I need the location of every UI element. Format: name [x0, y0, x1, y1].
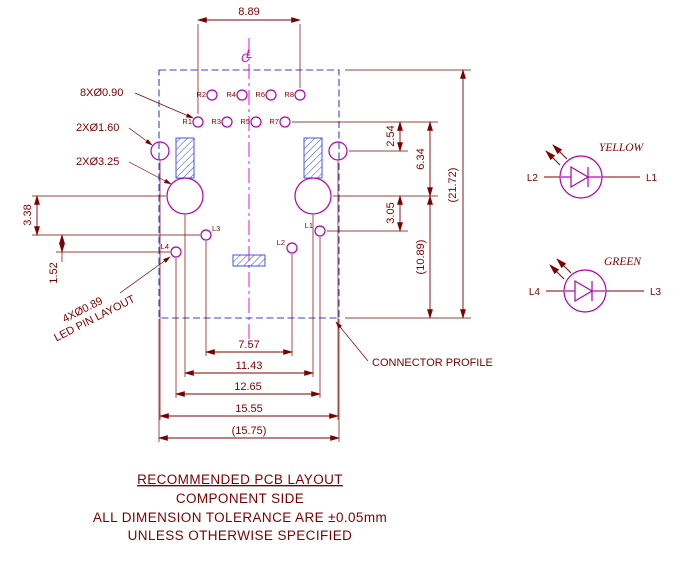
pad-hole: [221, 116, 233, 128]
led-pin-hole: [200, 229, 212, 241]
contact-pads: R1 R2 R3 R4 R5 R6 R7 R8: [182, 89, 306, 128]
pad-hole: [206, 89, 218, 101]
callout-text: 2XØ1.60: [76, 122, 119, 134]
dimension-text: 3.38: [22, 204, 34, 225]
centerline-symbol: L: [246, 47, 253, 61]
leader-line: [128, 161, 172, 185]
dimension-text: (21.72): [447, 168, 459, 203]
led-right-pin-label: L3: [650, 287, 662, 298]
dimension-text: (10.89): [415, 240, 427, 275]
led-circle: [559, 155, 603, 199]
led-symbol-yellow: YELLOW L2 L1: [527, 142, 658, 199]
post-hole: [294, 177, 332, 215]
callout-text: 2XØ3.25: [76, 156, 119, 168]
led-left-pin-label: L4: [529, 287, 541, 298]
led-pin-label: L2: [277, 238, 285, 247]
post-hole: [166, 177, 204, 215]
led-pin-hole: [314, 225, 326, 237]
centerline-symbol: C: [241, 51, 250, 65]
emission-arrows-icon: [545, 144, 568, 166]
dimension-text: 8.89: [238, 6, 259, 18]
callout-pad-holes: 8XØ0.90: [80, 87, 194, 119]
pad-label: R7: [269, 117, 279, 126]
pad-label: R8: [284, 90, 294, 99]
dim-pad-span: 8.89: [197, 6, 301, 114]
side-hole: [328, 141, 348, 161]
emission-arrow: [545, 150, 561, 166]
pad-hole: [294, 89, 306, 101]
led-pin-hole: [286, 242, 298, 254]
led-right-pin-label: L1: [646, 173, 658, 184]
dimension-text: (15.75): [232, 425, 267, 437]
dims-left: 3.38 1.52: [22, 195, 200, 284]
dimension-text: 2.54: [385, 125, 397, 146]
led-circle: [563, 269, 607, 313]
pad-hole: [236, 89, 248, 101]
pad-label: R2: [196, 90, 206, 99]
dimension-text: 12.65: [234, 381, 262, 393]
led-color-label: YELLOW: [599, 142, 645, 154]
diode-icon: [570, 165, 590, 189]
dimension-text: 15.55: [235, 403, 263, 415]
hatch-center: [232, 254, 266, 267]
emission-arrow: [556, 258, 572, 274]
led-symbol-green: GREEN L4 L3: [529, 256, 662, 313]
pad-label: R3: [211, 117, 221, 126]
dims-right: 2.54 6.34 3.05 (10.89) (21.72): [292, 69, 471, 319]
callout-text: CONNECTOR PROFILE: [372, 357, 493, 369]
led-pin-label: L3: [212, 224, 220, 233]
emission-arrows-icon: [549, 258, 572, 280]
dimension-text: 7.57: [238, 339, 259, 351]
dimension-text: 1.52: [48, 262, 60, 283]
pad-label: R5: [240, 117, 250, 126]
notes-title: RECOMMENDED PCB LAYOUT: [137, 472, 343, 487]
notes-line-4: UNLESS OTHERWISE SPECIFIED: [128, 528, 353, 543]
pad-hole: [279, 116, 291, 128]
notes-line-2: COMPONENT SIDE: [176, 491, 304, 506]
pad-label: R6: [255, 90, 265, 99]
notes-line-3: ALL DIMENSION TOLERANCE ARE ±0.05mm: [93, 510, 387, 525]
drawing-notes: RECOMMENDED PCB LAYOUT COMPONENT SIDE AL…: [93, 472, 387, 543]
post-holes: [166, 177, 332, 215]
hatch-left: [175, 137, 195, 179]
dimension-text: 3.05: [385, 202, 397, 223]
hatch-right: [303, 137, 323, 179]
diode-icon: [574, 279, 594, 303]
pad-hole: [250, 116, 262, 128]
dimension-text: 11.43: [236, 360, 263, 372]
led-pin-holes: L1 L2 L3 L4: [161, 221, 326, 258]
led-pin-hole: [170, 246, 182, 258]
pad-label: R1: [182, 117, 192, 126]
leader-line: [119, 256, 171, 294]
callout-text: 8XØ0.90: [80, 87, 123, 99]
hatched-areas: [175, 137, 323, 267]
led-pin-label: L4: [161, 242, 169, 251]
pad-label: R4: [226, 90, 236, 99]
dims-bottom: 7.57 11.43 12.65 15.55 (15.75): [158, 161, 340, 442]
led-color-label: GREEN: [604, 256, 642, 268]
pad-hole: [265, 89, 277, 101]
side-holes: [150, 141, 348, 161]
centerline: C L: [241, 38, 253, 348]
pad-hole: [192, 116, 204, 128]
callout-side-holes: 2XØ1.60: [76, 122, 153, 146]
emission-arrow: [552, 144, 568, 160]
callout-post-holes: 2XØ3.25: [76, 156, 172, 185]
leader-line: [128, 127, 153, 146]
emission-arrow: [549, 264, 565, 280]
callout-connector-profile: CONNECTOR PROFILE: [335, 321, 493, 369]
leader-line: [335, 321, 369, 362]
side-hole: [150, 141, 170, 161]
callout-led-pin-layout: 4XØ0.89 LED PIN LAYOUT: [52, 256, 171, 344]
led-left-pin-label: L2: [527, 173, 539, 184]
leader-line: [134, 92, 194, 119]
led-pin-label: L1: [305, 221, 313, 230]
dimension-text: 6.34: [415, 148, 427, 169]
